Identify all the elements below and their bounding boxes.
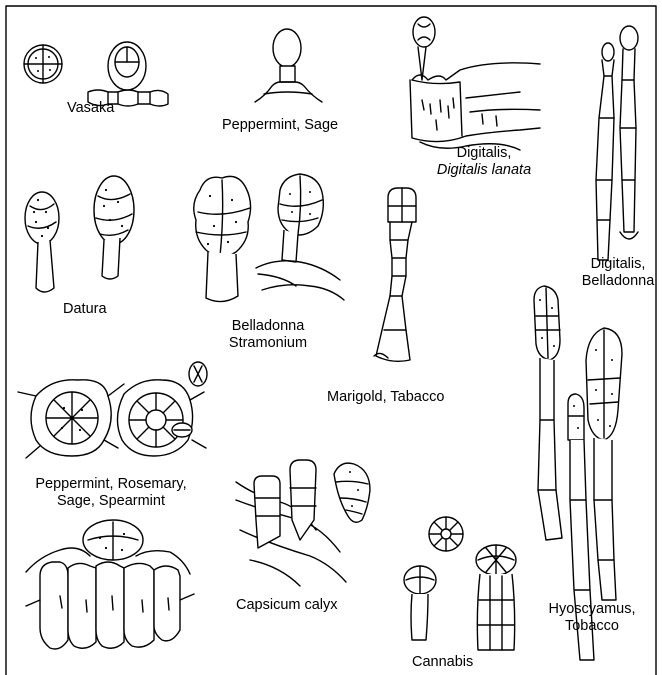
datura-trichome-left — [25, 192, 59, 292]
label-digitalis-lanata: Digitalis, Digitalis lanata — [428, 145, 540, 179]
label-digitalis-line1b: Digitalis, — [578, 256, 658, 273]
label-hyoscyamus-tobacco: Hyoscyamus, Tobacco — [542, 601, 642, 635]
label-datura: Datura — [63, 301, 107, 318]
vasaka-trichome-side-view — [88, 42, 168, 106]
label-vasaka: Vasaka — [67, 100, 114, 117]
label-belladonna-stramonium: Belladonna Stramonium — [224, 318, 312, 352]
label-stramonium-line2: Stramonium — [224, 335, 312, 352]
cannabis-trichomes — [404, 517, 516, 650]
belladonna-stramonium-trichome — [194, 174, 344, 302]
label-digitalis-line1: Digitalis, — [428, 145, 540, 162]
label-hyoscyamus: Hyoscyamus, — [542, 601, 642, 618]
datura-trichome-right — [94, 176, 134, 279]
marigold-tabacco-trichome — [374, 188, 416, 361]
peppermint-sage-trichome — [255, 29, 322, 102]
label-belladonna-line2: Belladonna — [578, 273, 658, 290]
labiatae-gland-right — [117, 362, 207, 456]
labiatae-gland-side-view — [26, 520, 194, 649]
label-tobacco: Tobacco — [542, 618, 642, 635]
label-capsicum-calyx: Capsicum calyx — [236, 597, 338, 614]
label-digitalis-lanata-line2: Digitalis lanata — [428, 162, 540, 179]
label-cannabis: Cannabis — [412, 654, 473, 671]
label-digitalis-belladonna: Digitalis, Belladonna — [578, 256, 658, 290]
label-labiatae: Peppermint, Rosemary, Sage, Spearmint — [16, 476, 206, 510]
labiatae-gland-left — [18, 380, 124, 458]
label-marigold-tabacco: Marigold, Tabacco — [327, 389, 444, 406]
label-peppermint-sage: Peppermint, Sage — [222, 117, 338, 134]
label-belladonna-line1: Belladonna — [224, 318, 312, 335]
digitalis-belladonna-trichome — [596, 26, 638, 260]
digitalis-lanata-trichome — [410, 17, 540, 150]
label-sage-spearmint: Sage, Spearmint — [16, 493, 206, 510]
capsicum-calyx-trichomes — [236, 460, 370, 586]
label-peppermint-rosemary: Peppermint, Rosemary, — [16, 476, 206, 493]
vasaka-trichome-top-view — [24, 45, 62, 83]
